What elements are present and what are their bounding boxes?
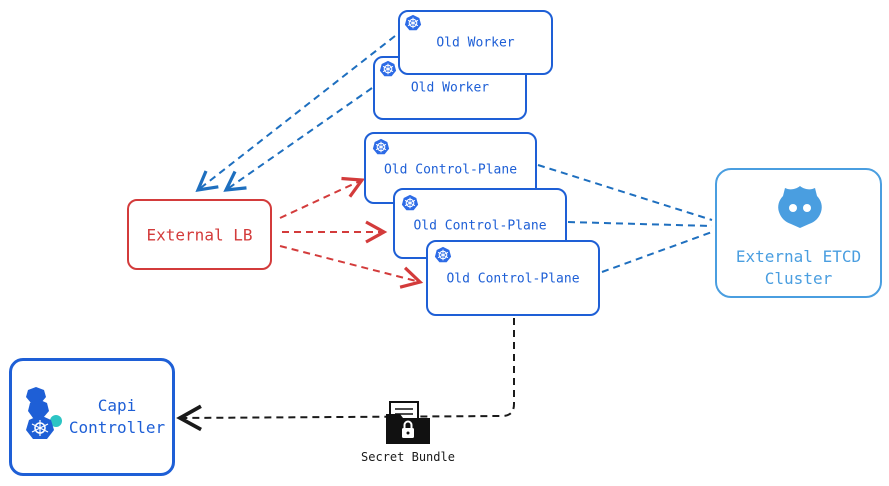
secret-bundle[interactable]: Secret Bundle — [350, 398, 466, 468]
secret-bundle-label: Secret Bundle — [361, 450, 455, 464]
kubernetes-helm-icon — [434, 246, 452, 263]
capi-controller-label: Capi Controller — [62, 395, 172, 439]
external-lb-label: External LB — [146, 225, 253, 244]
old-worker-label: Old Worker — [436, 35, 515, 50]
old-control-plane-label: Old Control-Plane — [383, 162, 518, 178]
locked-folder-icon — [386, 401, 430, 444]
capi-label-line2: Controller — [68, 418, 166, 437]
old-control-plane-label: Old Control-Plane — [446, 271, 580, 287]
old-control-plane-node-3[interactable]: Old Control-Plane — [426, 240, 600, 316]
edge-cp-to-capi — [176, 318, 515, 432]
etcd-label-line2: Cluster — [764, 269, 833, 288]
kubernetes-helm-icon — [379, 60, 397, 77]
etcd-label-line1: External ETCD — [735, 247, 862, 266]
edge-worker1-to-lb — [195, 35, 396, 193]
kubernetes-helm-icon — [401, 194, 419, 211]
external-etcd-label: External ETCD Cluster — [717, 246, 880, 290]
edge-cp3-to-etcd — [601, 231, 713, 273]
external-etcd-node[interactable]: External ETCD Cluster — [715, 168, 882, 298]
edge-lb-to-cp1 — [279, 176, 365, 219]
capi-label-line1: Capi — [97, 396, 137, 415]
edge-worker2-to-lb — [223, 87, 373, 192]
edge-cp2-to-etcd — [567, 221, 713, 227]
edge-cp1-to-etcd — [537, 164, 713, 221]
old-worker-node-1[interactable]: Old Worker — [398, 10, 553, 75]
etcd-icon — [778, 186, 822, 228]
kubernetes-helm-icon — [404, 14, 422, 31]
stacked-kubernetes-icon — [26, 387, 62, 439]
edge-lb-to-cp3 — [279, 245, 424, 289]
capi-controller-node[interactable]: Capi Controller — [9, 358, 175, 476]
external-lb-node[interactable]: External LB — [127, 199, 272, 270]
kubernetes-helm-icon — [372, 138, 390, 155]
old-control-plane-label: Old Control-Plane — [413, 218, 547, 234]
old-worker-label: Old Worker — [410, 80, 490, 96]
